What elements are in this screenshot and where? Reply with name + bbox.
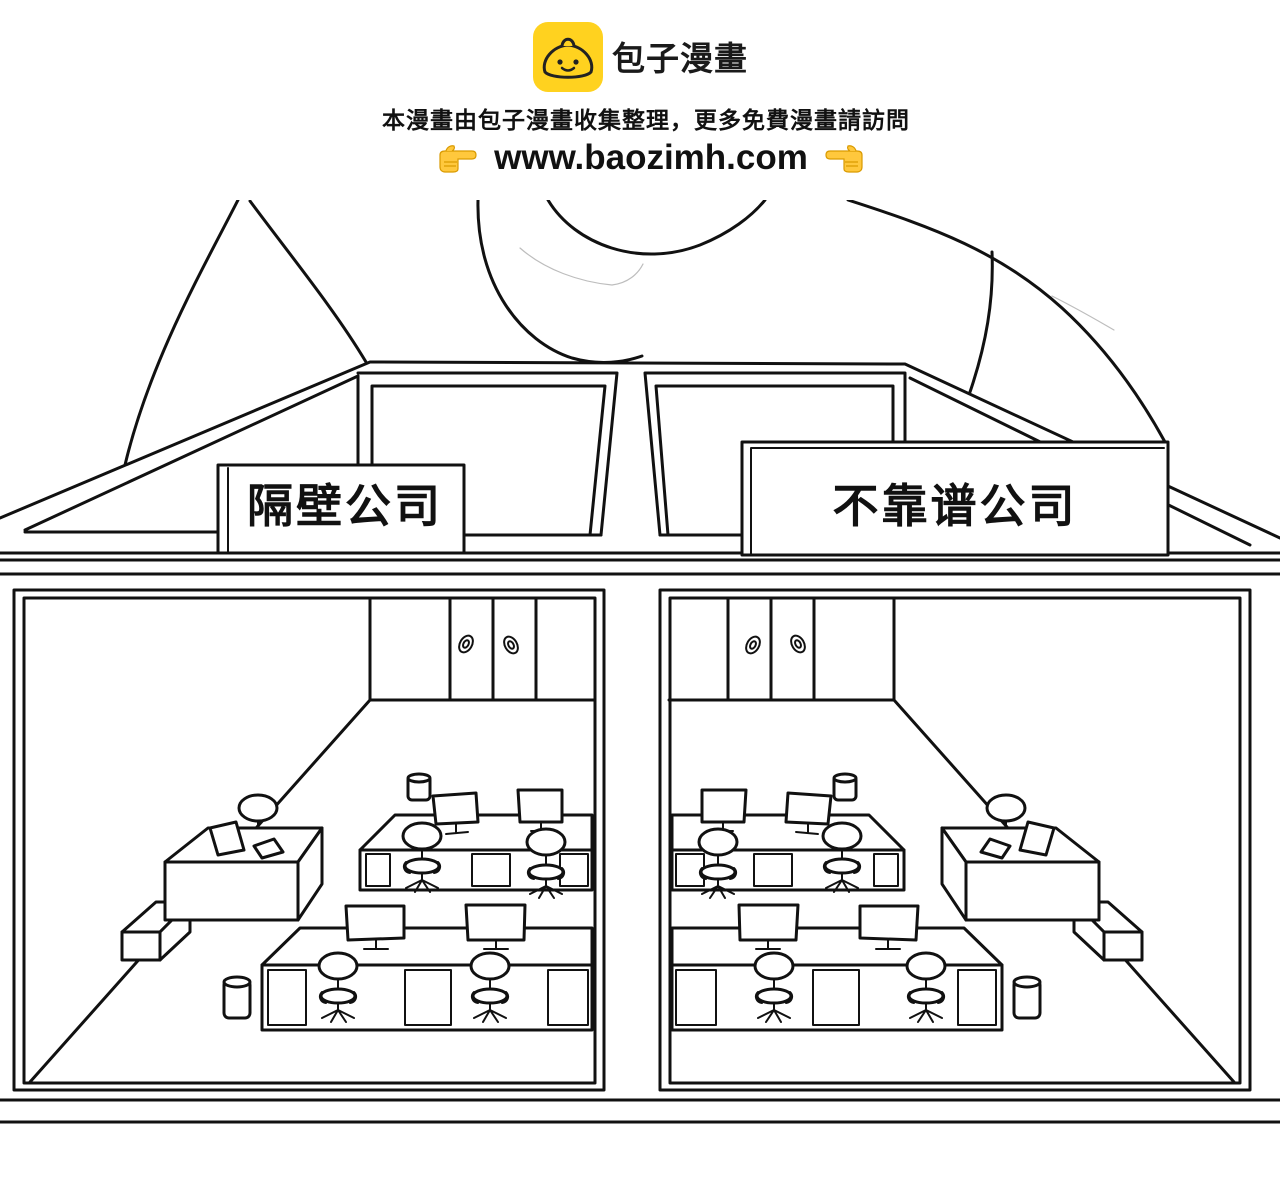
- right-room-inner-frame: [668, 596, 1242, 1085]
- figure-left-arm-outer: [123, 200, 240, 467]
- desk-monitor: [464, 903, 527, 942]
- comic-panel: 隔壁公司 不靠谱公司: [0, 200, 1280, 1124]
- desk-row-front: [260, 903, 594, 1032]
- giant-figure: [123, 200, 1167, 467]
- cabinet-handle: [458, 634, 474, 654]
- building-frame: [0, 572, 1280, 1124]
- bun-right-eye: [573, 59, 579, 65]
- monitor-stand: [483, 939, 509, 950]
- pointing-right-hand-icon: [439, 145, 477, 173]
- sign-right-text: 不靠谱公司: [833, 479, 1078, 533]
- back-wall-edge: [368, 596, 597, 702]
- roof-right-wall-section: [643, 371, 907, 537]
- desk-drawer: [267, 969, 307, 1026]
- bun-logo-icon: [533, 22, 603, 92]
- desk-row-front-top: [260, 926, 594, 967]
- desk-monitor: [344, 904, 406, 942]
- hand-fingers: [845, 161, 858, 167]
- hand-palm: [825, 150, 863, 173]
- boss-desk-front: [163, 860, 300, 922]
- trash-can-rim: [406, 772, 432, 784]
- monitor-stand: [445, 823, 469, 835]
- monitor-stand: [363, 939, 389, 950]
- desk-monitor: [516, 788, 564, 824]
- small-cabinet-front: [120, 930, 162, 962]
- boss-desk-monitor: [208, 820, 246, 857]
- figure-sketch-line: [519, 247, 644, 286]
- figure-chin: [546, 200, 767, 256]
- cabinet-doors: [448, 596, 538, 702]
- cabinet-handle-inner: [507, 640, 515, 650]
- watermark-url-row: www.baozimh.com: [436, 140, 866, 176]
- roof-left-wall-section: [356, 371, 619, 537]
- hand-thumb: [847, 145, 857, 152]
- cabinet-handle: [503, 635, 519, 655]
- sign-left-text: 隔壁公司: [247, 479, 443, 533]
- right-office-interior: [669, 598, 1234, 1082]
- roof-inner-base: [23, 530, 744, 537]
- bun-body: [542, 43, 594, 79]
- site-logo-text: 包子漫畫: [612, 39, 748, 78]
- trash-can-rim: [222, 975, 252, 989]
- desk-monitor: [431, 791, 480, 826]
- hand-fingers: [444, 161, 457, 167]
- left-room-inner-frame: [22, 596, 597, 1085]
- left-room-outer-frame: [12, 588, 606, 1092]
- desk-drawer: [547, 969, 589, 1026]
- figure-neck: [476, 200, 644, 364]
- bun-left-eye: [557, 59, 563, 65]
- figure-sketch-line: [1051, 295, 1115, 331]
- cabinet-handle-inner: [462, 639, 470, 649]
- building-floor-band: [0, 1098, 1280, 1124]
- figure-right-shoulder: [846, 200, 1167, 444]
- watermark-url: www.baozimh.com: [494, 138, 808, 177]
- roof-left-inner-slope: [23, 374, 360, 532]
- desk-drawer: [471, 853, 511, 887]
- left-office-interior: [28, 596, 597, 1084]
- figure-right-arm-inner: [968, 250, 994, 394]
- back-wall-cabinets: [368, 596, 597, 702]
- boss-desk-side: [296, 826, 324, 922]
- desk-row-front-front: [260, 963, 594, 1032]
- watermark-notice: 本漫畫由包子漫畫收集整理，更多免費漫畫請訪問: [382, 108, 910, 134]
- trash-can: [406, 772, 432, 802]
- sign-right-edge: [750, 447, 1165, 556]
- right-room-outer-frame: [658, 588, 1252, 1092]
- hand-thumb: [445, 145, 455, 152]
- sign-left: 隔壁公司: [216, 463, 466, 555]
- desk-drawer: [404, 969, 452, 1026]
- sign-right-board: [740, 440, 1170, 557]
- bun-smile: [560, 66, 576, 72]
- desk-drawer: [365, 853, 391, 887]
- sign-right: 不靠谱公司: [740, 440, 1170, 557]
- trash-can: [222, 975, 252, 1020]
- bun-top: [560, 37, 576, 47]
- figure-left-arm-inner: [248, 200, 368, 364]
- pointing-left-hand-icon: [825, 145, 863, 173]
- boss-desk: [163, 820, 324, 922]
- sign-left-board: [216, 463, 466, 555]
- hand-palm: [439, 150, 477, 173]
- boss-desk-tablet: [252, 837, 285, 860]
